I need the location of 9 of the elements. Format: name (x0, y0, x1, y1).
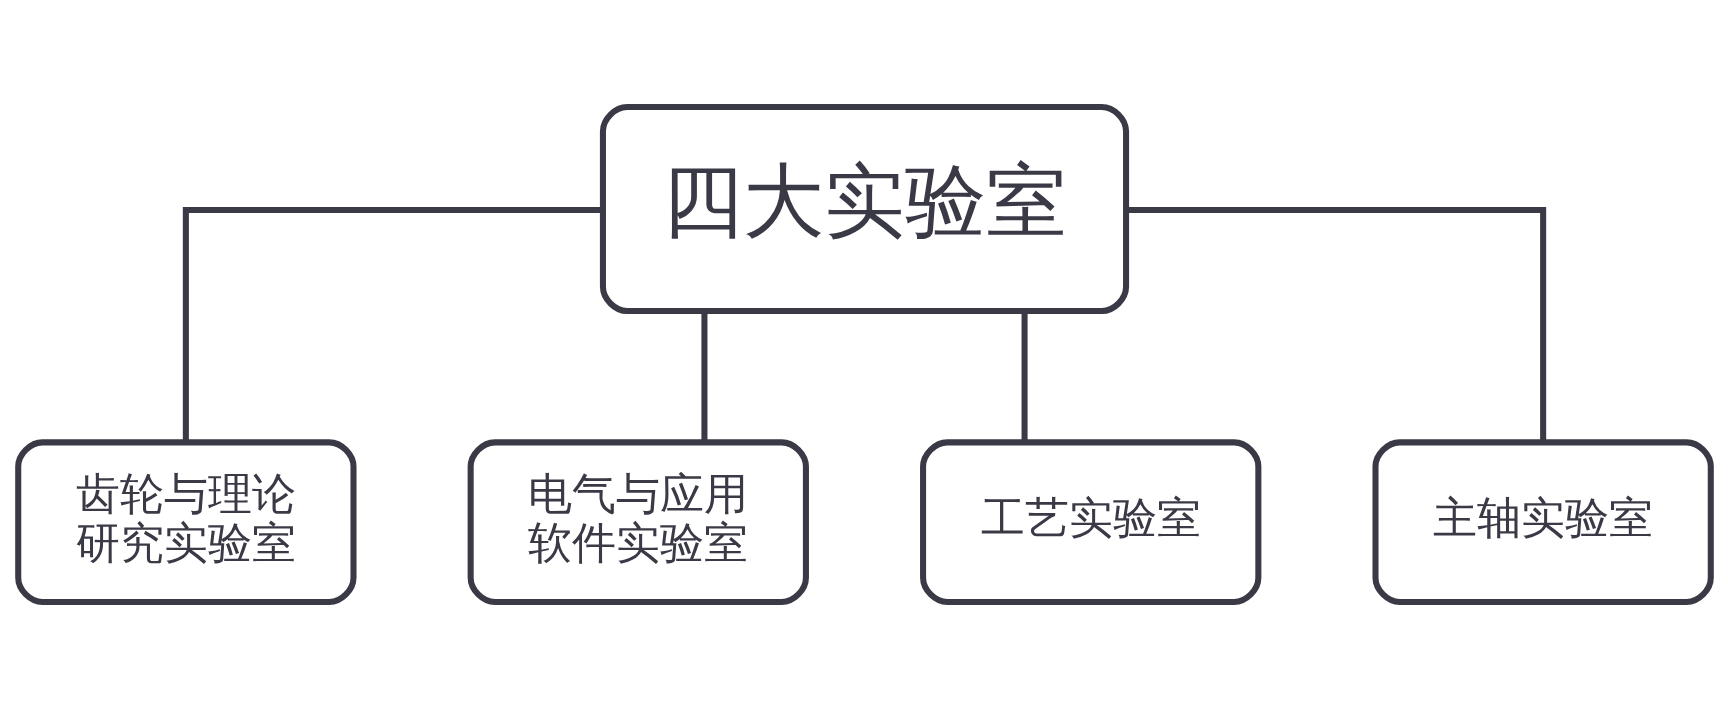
connector (182, 206, 602, 442)
connector (1126, 206, 1546, 442)
node-box: 齿轮与理论研究实验室 (14, 438, 357, 605)
node-box: 电气与应用软件实验室 (467, 438, 809, 605)
node-box: 工艺实验室 (919, 438, 1261, 605)
node-box: 主轴实验室 (1371, 438, 1714, 605)
connector (700, 311, 707, 442)
node-box: 四大实验室 (599, 103, 1129, 314)
connector (1021, 311, 1028, 442)
